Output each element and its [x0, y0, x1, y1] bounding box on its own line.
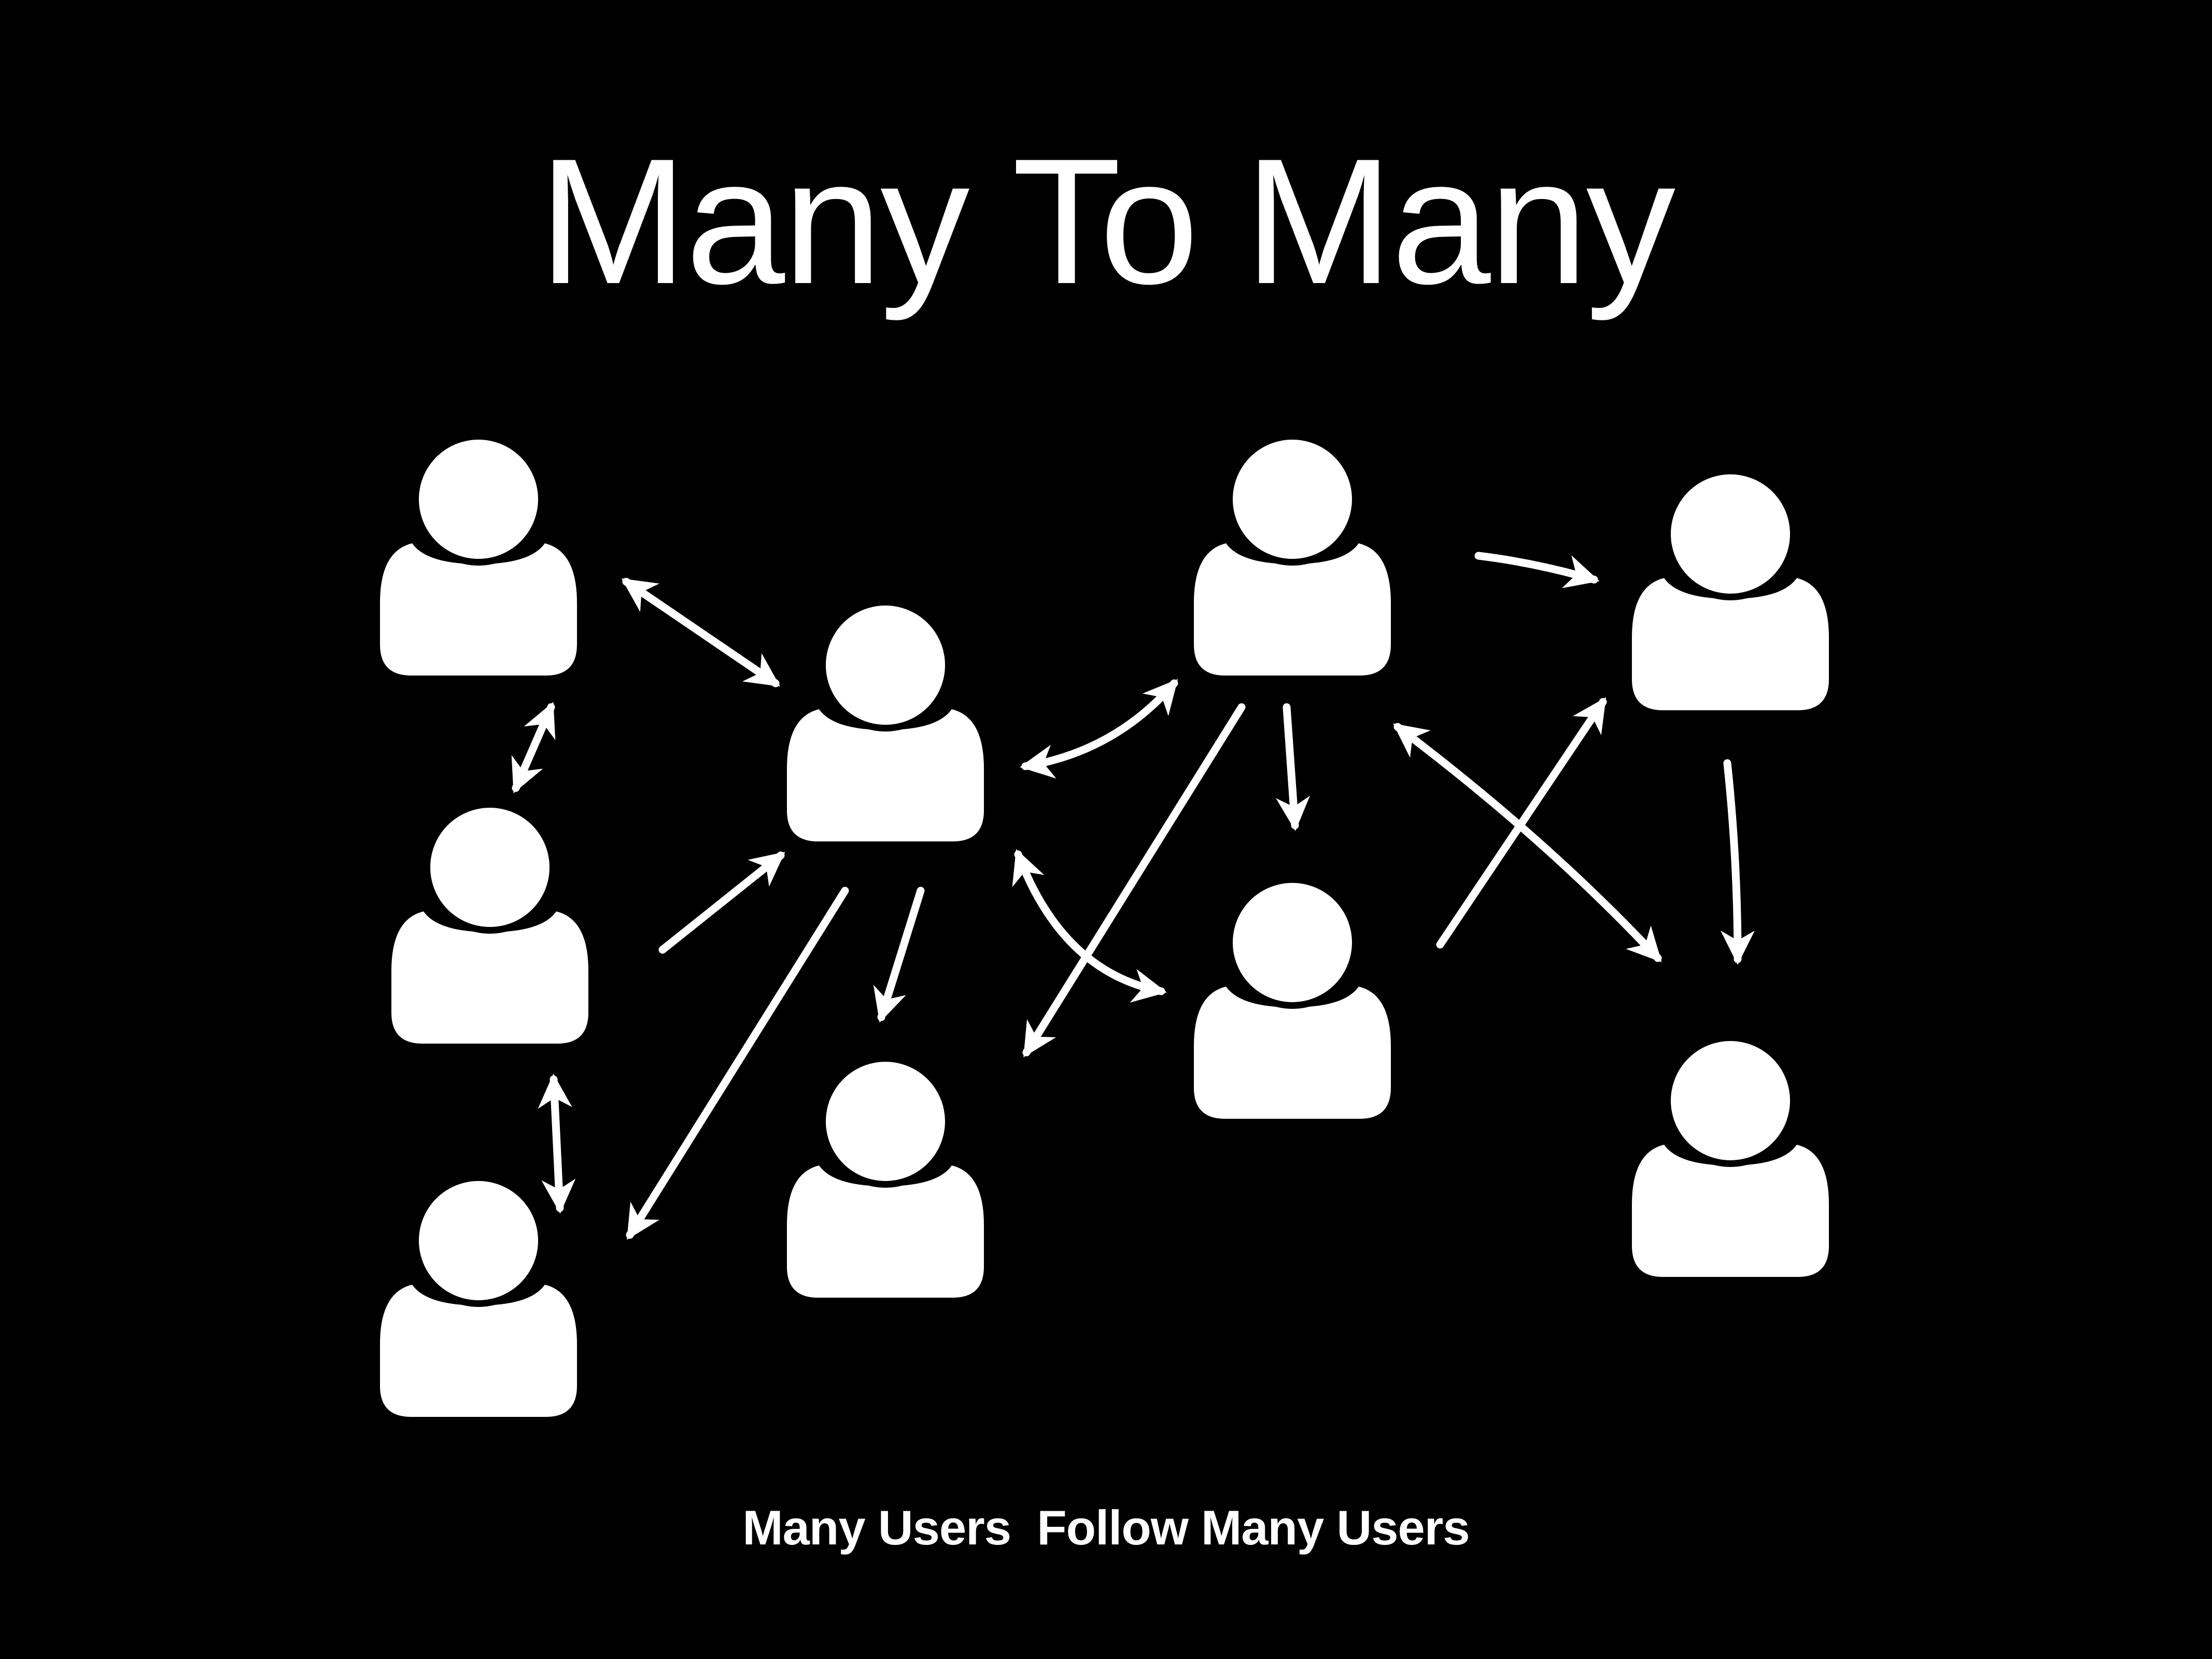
edge-u6-u8: [1276, 703, 1311, 831]
edge-u1-u4: [621, 578, 781, 687]
edge-u4-u8: [1012, 849, 1167, 1003]
slide-title: Many To Many: [538, 122, 1675, 321]
connections: [511, 552, 1755, 1240]
user-icon: [391, 805, 588, 1044]
user-icon: [1194, 880, 1391, 1119]
slide-caption: Many Users Follow Many Users: [742, 1500, 1470, 1555]
edge-u6-u5: [1022, 703, 1246, 1058]
user-icon: [1632, 472, 1829, 710]
edge-u8-u7: [1436, 697, 1607, 949]
edge-u4-u6: [1020, 679, 1178, 779]
user-icon: [380, 437, 577, 676]
user-icon: [787, 1059, 984, 1298]
edge-u1-u2: [511, 701, 556, 794]
user-icon: [1632, 1038, 1829, 1277]
user-icon: [1194, 437, 1391, 676]
edge-u6-u9: [1474, 552, 1600, 588]
edge-u6-u10: [1393, 723, 1662, 963]
user-icon: [380, 1178, 577, 1417]
edge-u4-u3: [626, 887, 849, 1240]
edge-u2-u3: [538, 1074, 576, 1214]
user-icon: [787, 603, 984, 841]
edge-u7-u9: [1720, 759, 1755, 965]
edge-u4-u5: [873, 887, 925, 1023]
edge-u2-u4: [658, 851, 785, 954]
